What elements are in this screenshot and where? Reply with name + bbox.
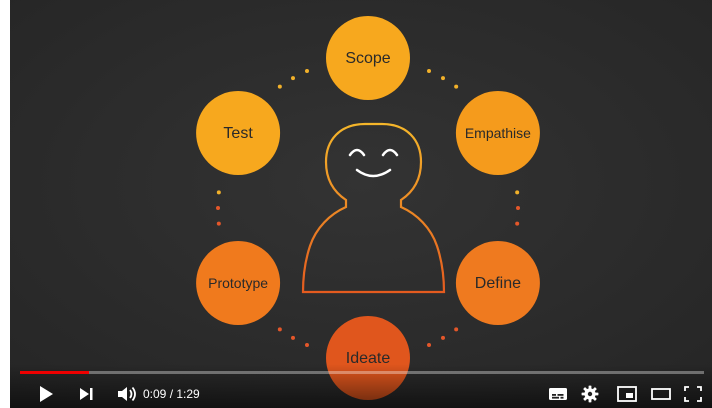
cycle-dot	[304, 343, 309, 348]
stage-label: Define	[475, 275, 521, 292]
cycle-dot	[277, 84, 282, 89]
fullscreen-button[interactable]	[680, 380, 706, 408]
stage-label: Ideate	[346, 350, 391, 367]
stage-label: Test	[223, 125, 253, 142]
cycle-dot	[427, 68, 432, 73]
time-display: 0:09 / 1:29	[143, 387, 200, 401]
stage-circle	[455, 91, 540, 175]
next-button[interactable]	[74, 380, 98, 408]
subtitles-button[interactable]	[546, 380, 570, 408]
stage-scope: Scope	[326, 16, 410, 100]
cycle-dots	[216, 68, 520, 348]
stage-circle	[196, 241, 281, 325]
stage-define: Define	[455, 241, 540, 325]
play-button[interactable]	[34, 380, 58, 408]
cycle-dot	[216, 221, 221, 226]
cycle-dot	[291, 76, 295, 81]
theater-mode-icon	[651, 388, 671, 400]
stage-circle	[196, 91, 281, 175]
cycle-dot	[454, 327, 459, 332]
cycle-dot	[216, 206, 220, 210]
progress-bar[interactable]	[20, 371, 704, 374]
stage-test: Test	[196, 91, 281, 175]
stage-empathise: Empathise	[455, 91, 540, 175]
skip-next-icon	[80, 388, 93, 400]
cycle-dot	[441, 335, 445, 340]
stage-label: Empathise	[465, 125, 531, 141]
fullscreen-icon	[684, 386, 702, 402]
cycle-dot	[304, 68, 309, 73]
theater-mode-button[interactable]	[648, 380, 674, 408]
progress-played	[20, 371, 90, 374]
stage-circle	[326, 16, 410, 100]
stage-prototype: Prototype	[196, 241, 281, 325]
cycle-dot	[291, 335, 295, 340]
stage-label: Prototype	[208, 275, 268, 291]
cycle-dot	[441, 76, 445, 81]
volume-icon	[118, 386, 136, 402]
subtitles-icon	[549, 388, 567, 400]
gear-icon	[581, 385, 599, 403]
play-icon	[40, 386, 53, 402]
cycle-dot	[427, 343, 432, 348]
miniplayer-icon	[617, 386, 637, 402]
cycle-dot	[277, 327, 282, 332]
volume-button[interactable]	[114, 380, 142, 408]
cycle-dot	[515, 190, 520, 195]
stage-label: Scope	[345, 50, 390, 67]
cycle-dot	[515, 221, 520, 226]
settings-button[interactable]	[578, 380, 602, 408]
cycle-dot	[516, 206, 520, 210]
miniplayer-button[interactable]	[614, 380, 640, 408]
stage-circle	[455, 241, 540, 325]
cycle-dot	[454, 84, 459, 89]
person-illustration	[301, 122, 446, 294]
cycle-dot	[216, 190, 221, 195]
